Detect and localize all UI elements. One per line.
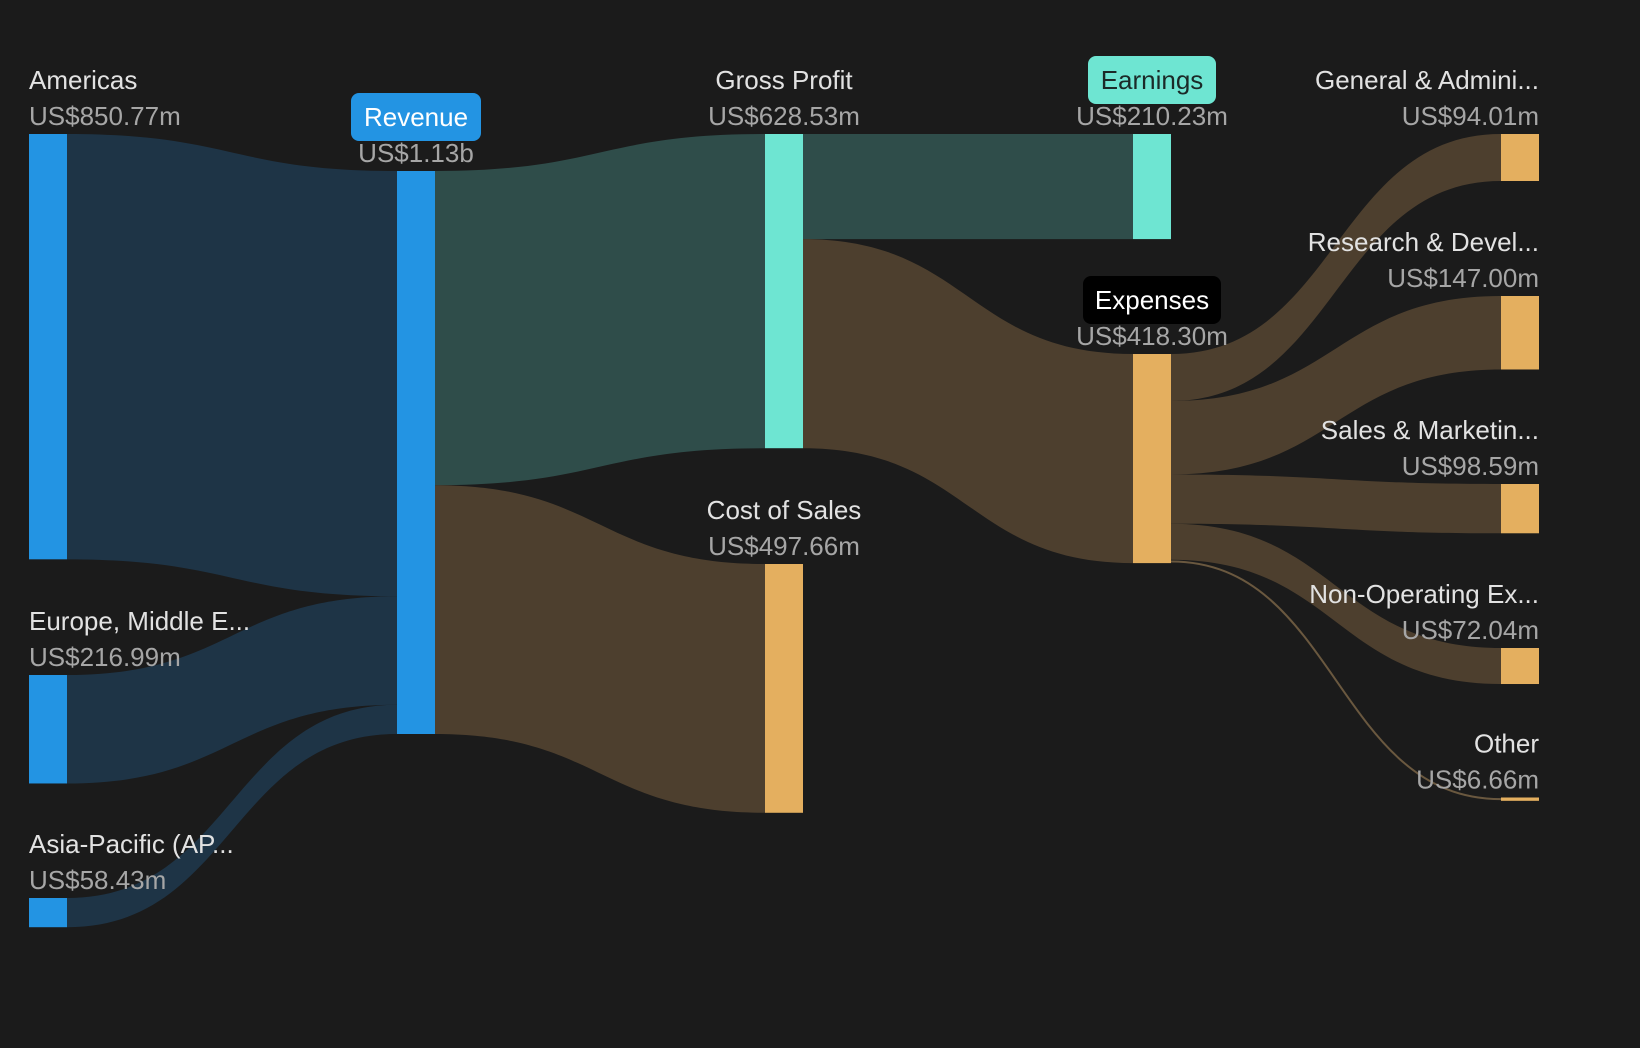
expenses-pill	[1083, 276, 1221, 324]
node-gna-bar[interactable]	[1501, 134, 1539, 181]
node-emea-bar[interactable]	[29, 675, 67, 784]
link-expenses-to-other	[1170, 560, 1502, 801]
earnings-pill	[1088, 56, 1216, 104]
node-expenses-bar[interactable]	[1133, 354, 1171, 564]
link-revenue-to-gross_profit	[435, 134, 765, 486]
node-gna-label: General & Admini... US$94.01m	[1315, 65, 1539, 131]
expenses-value: US$418.30m	[1076, 321, 1228, 351]
node-apac-label: Asia-Pacific (AP... US$58.43m	[29, 829, 234, 895]
node-snm-label: Sales & Marketin... US$98.59m	[1321, 415, 1539, 481]
gross_profit-value: US$628.53m	[708, 101, 860, 131]
americas-name: Americas	[29, 65, 137, 95]
link-expenses-to-nonop	[1171, 523, 1501, 685]
node-nonop-label: Non-Operating Ex... US$72.04m	[1309, 579, 1539, 645]
cost_of_sales-name: Cost of Sales	[707, 495, 862, 525]
node-gross_profit-bar[interactable]	[765, 134, 803, 449]
link-americas-to-revenue	[67, 134, 397, 597]
earnings-value: US$210.23m	[1076, 101, 1228, 131]
node-other-bar[interactable]	[1501, 797, 1539, 801]
node-rnd-bar[interactable]	[1501, 296, 1539, 370]
revenue-pill	[351, 93, 481, 141]
gross_profit-name: Gross Profit	[715, 65, 853, 95]
node-apac-bar[interactable]	[29, 898, 67, 928]
emea-value: US$216.99m	[29, 642, 181, 672]
other-value: US$6.66m	[1416, 765, 1539, 795]
sankey-nodes	[29, 134, 1539, 928]
revenue-name: Revenue	[364, 102, 468, 132]
node-revenue-bar[interactable]	[397, 171, 435, 734]
rnd-name: Research & Devel...	[1308, 227, 1539, 257]
link-expenses-to-rnd	[1171, 296, 1501, 475]
node-emea-label: Europe, Middle E... US$216.99m	[29, 606, 250, 672]
link-gross_profit-to-earnings	[803, 134, 1133, 240]
earnings-name: Earnings	[1101, 65, 1204, 95]
nonop-value: US$72.04m	[1402, 615, 1539, 645]
snm-value: US$98.59m	[1402, 451, 1539, 481]
expenses-name: Expenses	[1095, 285, 1209, 315]
link-gross_profit-to-expenses	[803, 239, 1133, 564]
node-cost_of_sales-bar[interactable]	[765, 564, 803, 813]
nonop-name: Non-Operating Ex...	[1309, 579, 1539, 609]
apac-name: Asia-Pacific (AP...	[29, 829, 234, 859]
node-earnings-bar[interactable]	[1133, 134, 1171, 240]
americas-value: US$850.77m	[29, 101, 181, 131]
link-revenue-to-cost_of_sales	[435, 485, 765, 813]
rnd-value: US$147.00m	[1387, 263, 1539, 293]
apac-value: US$58.43m	[29, 865, 166, 895]
other-name: Other	[1474, 729, 1539, 759]
emea-name: Europe, Middle E...	[29, 606, 250, 636]
node-rnd-label: Research & Devel... US$147.00m	[1308, 227, 1539, 293]
snm-name: Sales & Marketin...	[1321, 415, 1539, 445]
gna-name: General & Admini...	[1315, 65, 1539, 95]
link-apac-to-revenue	[67, 704, 397, 928]
sankey-links	[67, 134, 1502, 928]
link-expenses-to-gna	[1171, 134, 1501, 401]
node-snm-bar[interactable]	[1501, 484, 1539, 534]
link-emea-to-revenue	[67, 596, 397, 784]
link-expenses-to-snm	[1171, 474, 1501, 534]
node-nonop-bar[interactable]	[1501, 648, 1539, 685]
revenue-value: US$1.13b	[358, 138, 474, 168]
node-americas-bar[interactable]	[29, 134, 67, 560]
cost_of_sales-value: US$497.66m	[708, 531, 860, 561]
gna-value: US$94.01m	[1402, 101, 1539, 131]
